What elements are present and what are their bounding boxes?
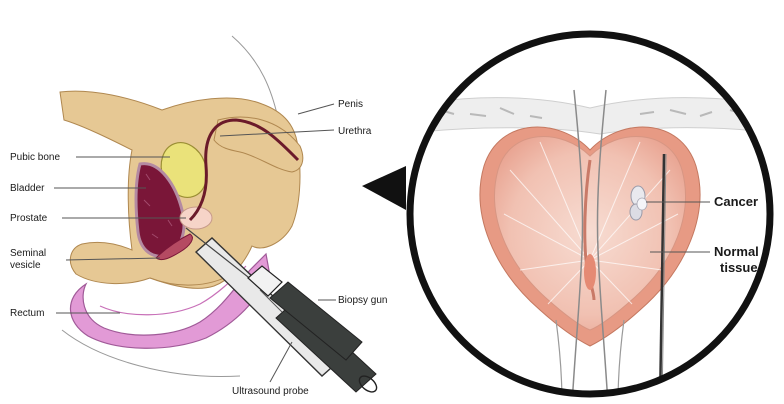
label-seminal-vesicle-line2: vesicle <box>10 260 41 271</box>
magnified-gland-view: Cancer Normal tissue <box>410 34 770 404</box>
label-pubic-bone: Pubic bone <box>10 152 60 163</box>
label-bladder: Bladder <box>10 183 45 194</box>
callout-pointer <box>362 166 406 210</box>
label-ultrasound-probe: Ultrasound probe <box>232 386 309 397</box>
leader-penis <box>298 104 334 114</box>
label-rectum: Rectum <box>10 308 44 319</box>
label-biopsy-gun: Biopsy gun <box>338 295 387 306</box>
label-normal-tissue-line2: tissue <box>720 260 758 275</box>
label-prostate: Prostate <box>10 213 48 224</box>
label-normal-tissue-line1: Normal <box>714 244 759 259</box>
sagittal-anatomy: Penis Urethra Pubic bone Bladder Prostat… <box>10 36 387 397</box>
verumontanum <box>584 254 596 290</box>
label-seminal-vesicle-line1: Seminal <box>10 248 46 259</box>
leader-ultrasound-probe <box>270 342 292 382</box>
label-cancer: Cancer <box>714 194 758 209</box>
label-urethra: Urethra <box>338 126 372 137</box>
label-penis: Penis <box>338 99 363 110</box>
